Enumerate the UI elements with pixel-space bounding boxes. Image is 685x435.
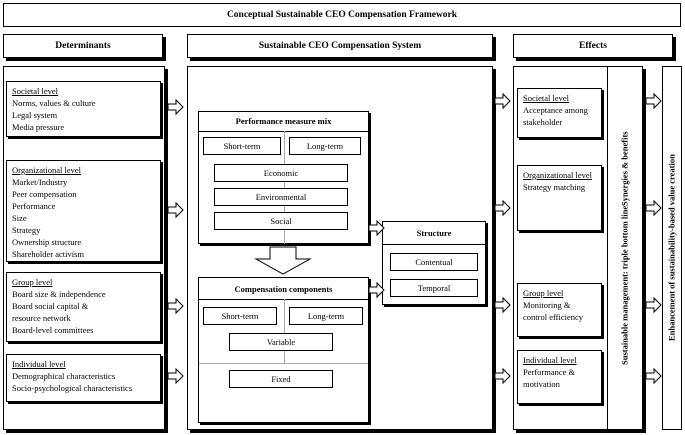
compensation-title: Compensation components [234, 284, 333, 294]
determinant-item: Board size & independence [12, 289, 106, 299]
structure-temporal: Temporal [390, 279, 478, 297]
compensation-box: Compensation components Short-term Long-… [198, 277, 369, 423]
effect-individual: Individual level Performance & motivatio… [517, 350, 602, 404]
effect-item: Performance & [523, 367, 576, 377]
determinant-heading: Organizational level [12, 165, 81, 175]
structure-box: Structure Contentual Temporal [382, 221, 486, 305]
determinant-item: Performance [12, 201, 56, 211]
determinant-item: Media pressure [12, 122, 65, 132]
determinant-item: Ownership structure [12, 237, 82, 247]
framework-title-box: Conceptual Sustainable CEO Compensation … [3, 3, 681, 27]
effect-item: motivation [523, 379, 560, 389]
compensation-variable: Variable [229, 333, 333, 351]
structure-contentual: Contentual [390, 253, 478, 271]
effect-item: control efficiency [523, 312, 584, 322]
performance-long-term: Long-term [289, 137, 361, 155]
determinant-item: resource network [12, 313, 71, 323]
determinant-item: Norms, values & culture [12, 98, 96, 108]
enhancement-column [662, 66, 682, 430]
arrow-right-icon [645, 93, 662, 109]
effect-item: Monitoring & [523, 300, 571, 310]
determinant-item: Board social capital & [12, 301, 89, 311]
measure-economic: Economic [214, 164, 348, 182]
determinants-header-label: Determinants [55, 41, 111, 51]
arrow-right-icon [368, 220, 385, 236]
arrow-right-icon [494, 297, 511, 313]
determinant-item: Legal system [12, 110, 58, 120]
compensation-short-term: Short-term [203, 307, 277, 325]
arrow-right-icon [494, 368, 511, 384]
determinant-heading: Group level [12, 277, 53, 287]
determinant-individual: Individual level Demographical character… [6, 354, 161, 402]
determinant-heading: Societal level [12, 86, 59, 96]
determinant-item: Socio-psychological characteristics [12, 383, 133, 393]
measure-social: Social [214, 212, 348, 230]
determinant-item: Peer compensation [12, 189, 77, 199]
arrow-right-icon [494, 200, 511, 216]
determinant-organizational: Organizational level Market/Industry Pee… [6, 160, 161, 262]
effect-heading: Individual level [523, 355, 577, 365]
effect-heading: Organizational level [523, 170, 592, 180]
arrow-right-icon [167, 202, 184, 218]
determinant-item: Board-level committees [12, 325, 94, 335]
effect-heading: Societal level [523, 93, 570, 103]
effect-societal: Societal level Acceptance among stakehol… [517, 88, 602, 138]
determinants-header: Determinants [3, 34, 163, 58]
effect-item: Strategy matching [523, 182, 586, 192]
effect-organizational: Organizational level Strategy matching [517, 165, 602, 231]
determinant-group: Group level Board size & independence Bo… [6, 272, 161, 342]
effect-group: Group level Monitoring & control efficie… [517, 283, 602, 337]
determinant-item: Shareholder activism [12, 249, 84, 259]
arrow-right-icon [368, 282, 385, 298]
measure-environmental: Environmental [214, 188, 348, 206]
arrow-right-icon [167, 298, 184, 314]
performance-mix-box: Performance measure mix Short-term Long-… [198, 111, 369, 244]
determinant-item: Strategy [12, 225, 41, 235]
arrow-right-icon [645, 297, 662, 313]
effect-item: stakeholder [523, 117, 563, 127]
effects-header: Effects [513, 34, 673, 58]
determinant-item: Size [12, 213, 27, 223]
sustainable-management-box [607, 66, 643, 430]
structure-title: Structure [416, 228, 452, 238]
determinant-heading: Individual level [12, 359, 66, 369]
system-header: Sustainable CEO Compensation System [187, 34, 493, 58]
effect-item: Acceptance among [523, 105, 588, 115]
compensation-long-term: Long-term [289, 307, 363, 325]
arrow-right-icon [645, 200, 662, 216]
arrow-right-icon [167, 368, 184, 384]
determinant-societal: Societal level Norms, values & culture L… [6, 81, 161, 137]
arrow-right-icon [645, 368, 662, 384]
arrow-right-icon [167, 99, 184, 115]
framework-title: Conceptual Sustainable CEO Compensation … [226, 10, 458, 20]
arrow-right-icon [494, 93, 511, 109]
determinant-item: Demographical characteristics [12, 371, 116, 381]
compensation-fixed: Fixed [229, 370, 333, 388]
arrow-down-icon [254, 246, 312, 275]
effect-heading: Group level [523, 288, 564, 298]
effects-header-label: Effects [579, 41, 607, 51]
determinant-item: Market/Industry [12, 177, 68, 187]
performance-mix-title: Performance measure mix [235, 116, 332, 126]
performance-short-term: Short-term [203, 137, 281, 155]
system-header-label: Sustainable CEO Compensation System [258, 41, 422, 51]
